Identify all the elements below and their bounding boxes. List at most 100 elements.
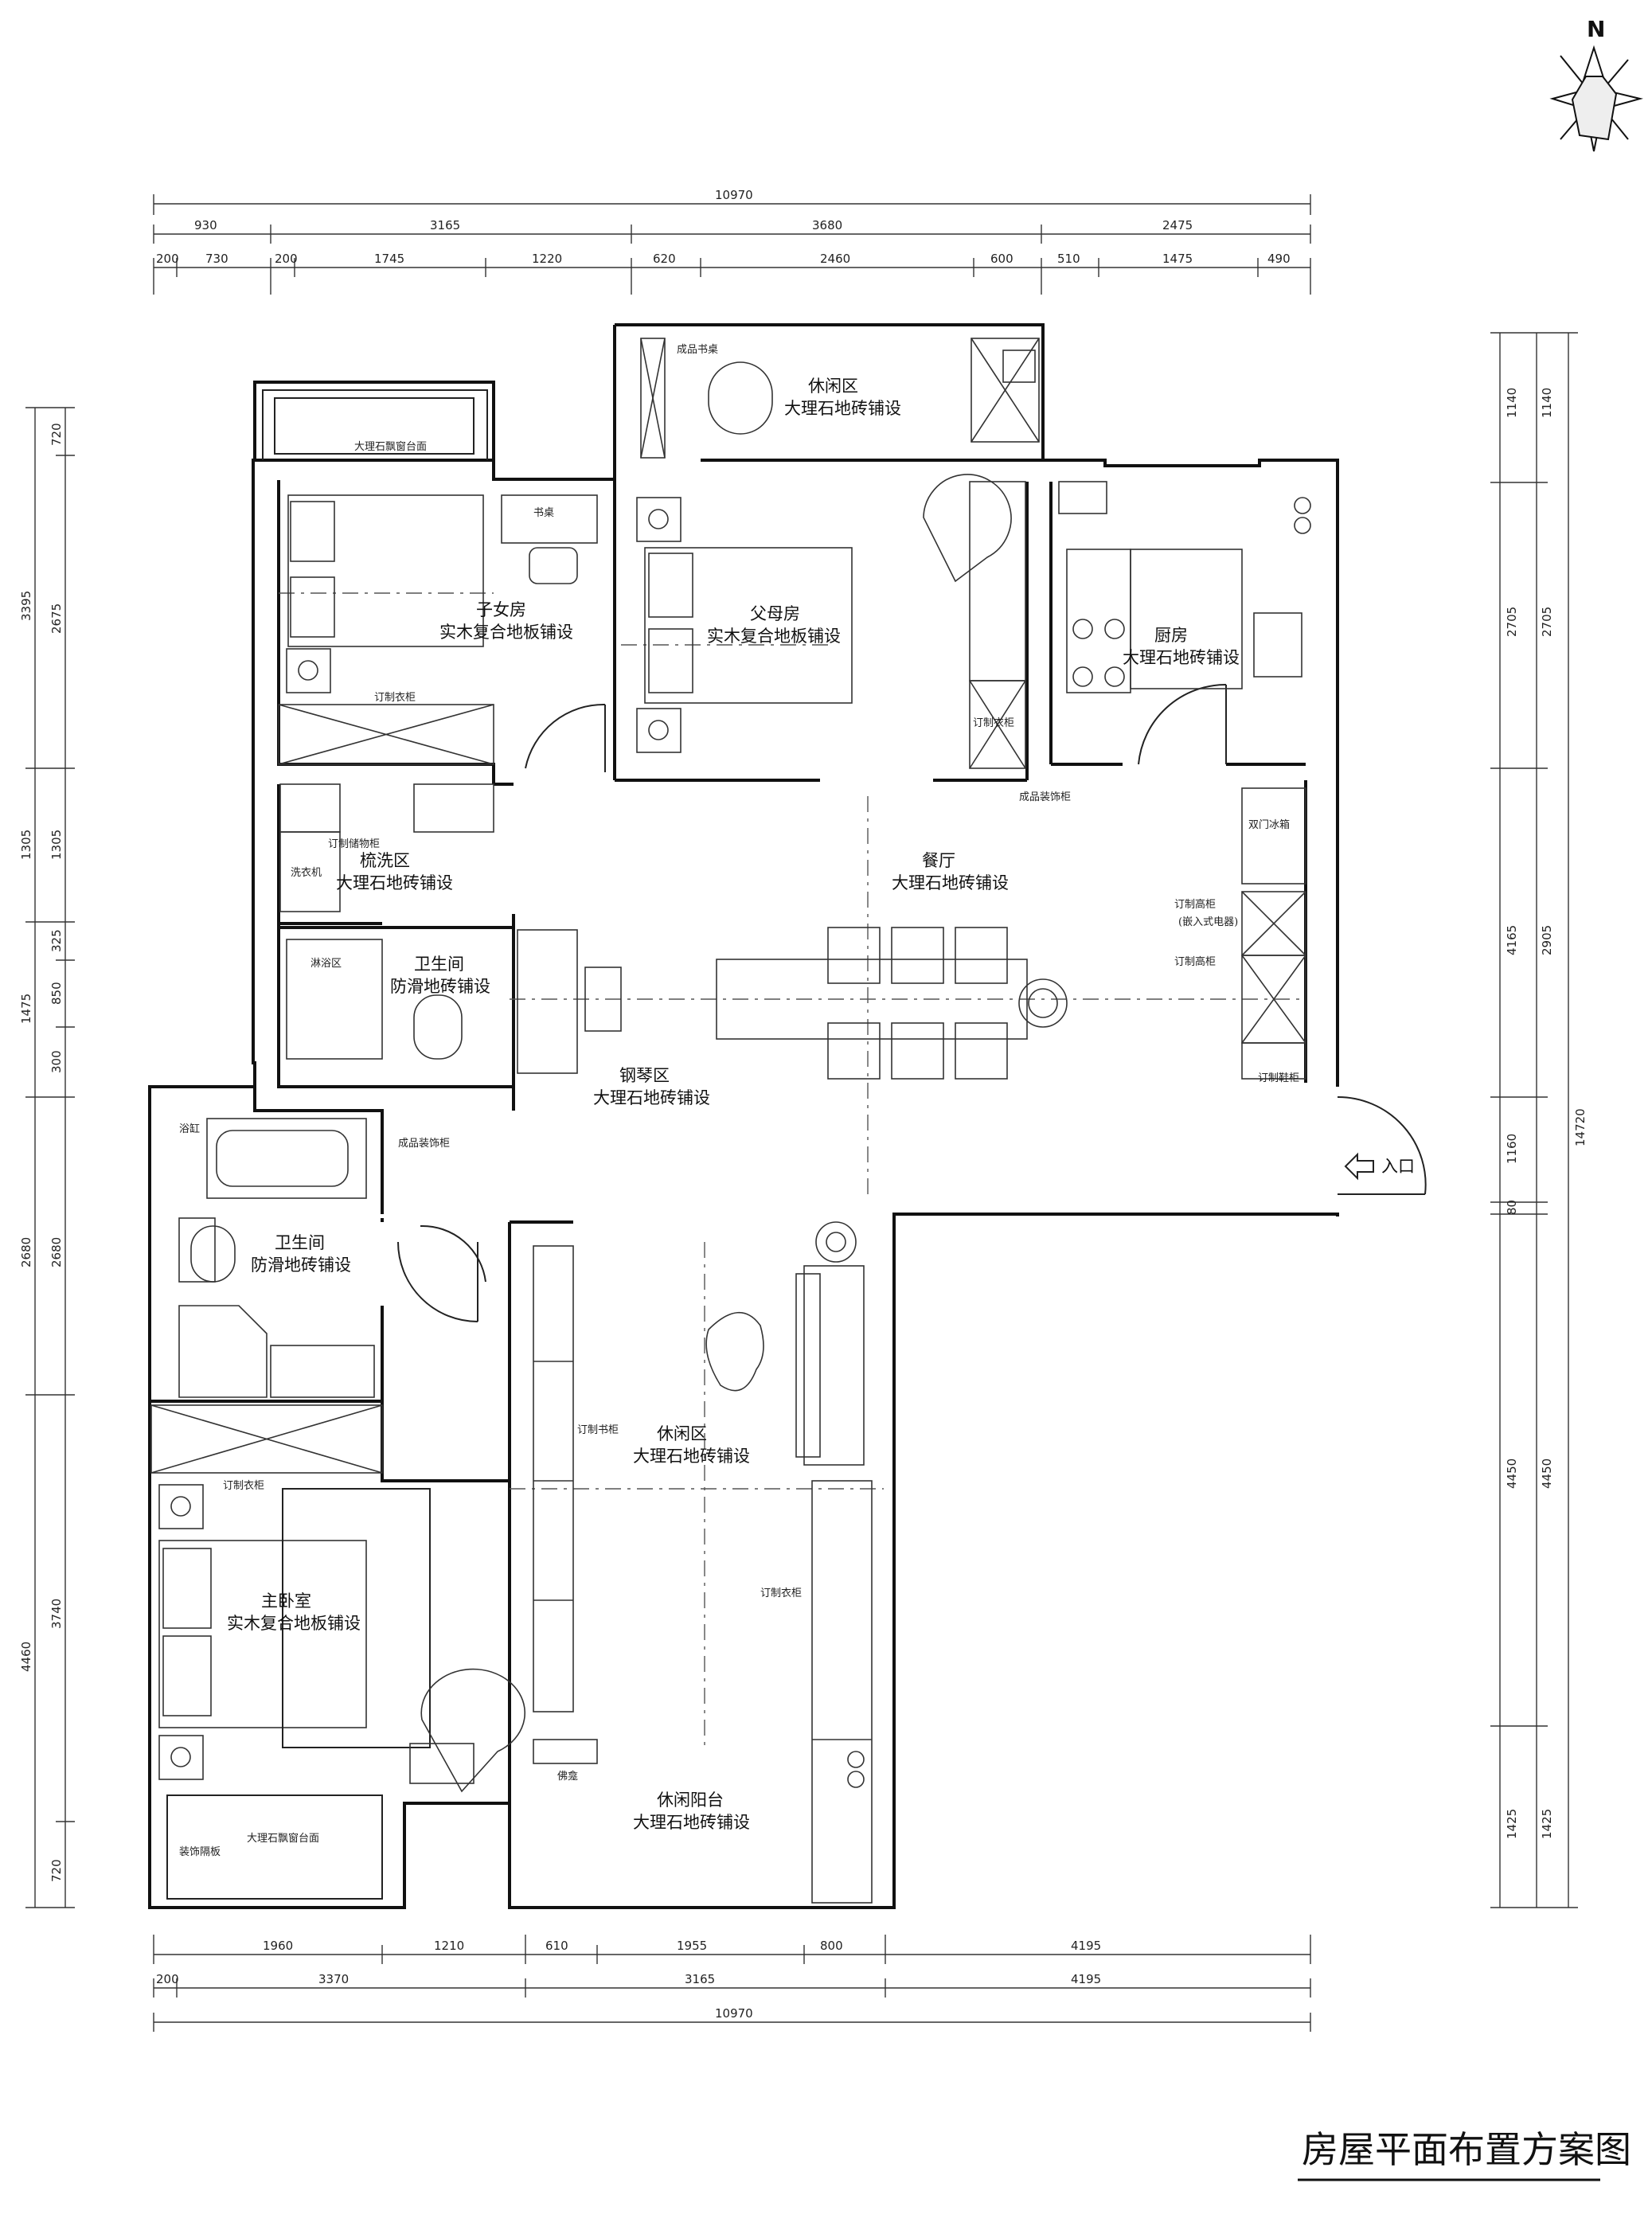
balcony-name: 休闲阳台 [657, 1791, 724, 1810]
label-bookcase: 订制书柜 [577, 1424, 619, 1436]
label-bay-window-bottom: 大理石飘窗台面 [247, 1832, 319, 1845]
leisure-north-name: 休闲区 [808, 377, 858, 396]
title-block: 房屋平面布置方案图 [1298, 2128, 1631, 2181]
dim-bottom-4195a: 4195 [1071, 1939, 1101, 1953]
bath-1-name: 卫生间 [414, 955, 464, 974]
child-room-name: 子女房 [476, 600, 526, 619]
dim-top-730: 730 [205, 252, 228, 266]
dim-bottom-610: 610 [545, 1939, 568, 1953]
label-tall-cabinet-2: 订制高柜 [1174, 955, 1216, 968]
dim-bottom-3370: 3370 [318, 1972, 349, 1986]
dim-top-600: 600 [990, 252, 1013, 266]
dim-left-2680o: 2680 [19, 1237, 33, 1267]
parents-room-name: 父母房 [750, 604, 800, 623]
kitchen-name: 厨房 [1154, 626, 1188, 645]
dim-left-325: 325 [49, 929, 64, 952]
dim-top-3680: 3680 [812, 218, 842, 232]
dim-top-1475: 1475 [1162, 252, 1193, 266]
leisure-north-floor: 大理石地砖铺设 [784, 399, 901, 418]
label-deco-board: 装饰隔板 [179, 1846, 221, 1858]
right-dimensions: 1140 2705 4165 1160 80 4450 1425 1140 27… [1490, 332, 1588, 1908]
axis-lines [279, 592, 1306, 1752]
master-name: 主卧室 [261, 1591, 311, 1611]
piano-name: 钢琴区 [619, 1066, 670, 1085]
dim-bottom-1960: 1960 [263, 1939, 293, 1953]
label-deco-cabinet-2: 成品装饰柜 [398, 1138, 450, 1150]
label-wardrobe-child: 订制衣柜 [374, 691, 416, 704]
dining-floor: 大理石地砖铺设 [892, 873, 1009, 892]
label-bathtub: 浴缸 [179, 1123, 200, 1135]
dim-left-1305i: 1305 [49, 830, 64, 860]
north-label: N [1587, 16, 1605, 42]
dim-top-2475: 2475 [1162, 218, 1193, 232]
dim-left-3395: 3395 [19, 591, 33, 621]
dim-right-4450b: 4450 [1540, 1459, 1554, 1489]
dim-bottom-1955: 1955 [677, 1939, 707, 1953]
dim-bottom-total: 10970 [715, 2006, 753, 2021]
dining-name: 餐厅 [922, 851, 955, 870]
room-labels: 子女房 实木复合地板铺设 父母房 实木复合地板铺设 休闲区 大理石地砖铺设 厨房… [227, 377, 1240, 1832]
dim-right-1140a: 1140 [1505, 388, 1519, 418]
dim-right-2705b: 2705 [1540, 607, 1554, 637]
piano-floor: 大理石地砖铺设 [593, 1088, 710, 1107]
plan-title: 房屋平面布置方案图 [1302, 2128, 1631, 2171]
dim-bottom-3165: 3165 [685, 1972, 715, 1986]
dim-right-80: 80 [1505, 1200, 1519, 1215]
dim-left-850: 850 [49, 982, 64, 1005]
dim-left-1475: 1475 [19, 994, 33, 1024]
bath-1-floor: 防滑地砖铺设 [390, 977, 490, 996]
dim-right-total: 14720 [1573, 1108, 1588, 1146]
label-desk: 书桌 [533, 507, 554, 519]
dim-top-2460: 2460 [820, 252, 850, 266]
entrance-label: 入口 [1381, 1157, 1415, 1176]
dim-left-300: 300 [49, 1050, 64, 1073]
dim-top-510: 510 [1057, 252, 1080, 266]
label-tall-cabinet-1: 订制高柜 [1174, 898, 1216, 911]
dim-left-1305o: 1305 [19, 830, 33, 860]
compass-icon [1549, 45, 1643, 152]
dim-left-2675: 2675 [49, 603, 64, 634]
dim-right-1160: 1160 [1505, 1134, 1519, 1164]
master-floor: 实木复合地板铺设 [227, 1614, 361, 1633]
dim-top-490: 490 [1267, 252, 1291, 266]
dim-left-2680i: 2680 [49, 1237, 64, 1267]
dim-right-4450a: 4450 [1505, 1459, 1519, 1489]
label-wardrobe-parents: 订制衣柜 [973, 717, 1014, 729]
dim-bottom-1210: 1210 [434, 1939, 464, 1953]
leisure-mid-name: 休闲区 [657, 1424, 707, 1443]
label-bay-window-top: 大理石飘窗台面 [354, 440, 427, 453]
wash-floor: 大理石地砖铺设 [336, 873, 453, 892]
dim-left-4460: 4460 [19, 1642, 33, 1672]
entrance-arrow: 入口 [1344, 1152, 1415, 1181]
dim-bottom-800: 800 [820, 1939, 843, 1953]
label-desk-finished: 成品书桌 [677, 344, 718, 356]
doors [397, 683, 1427, 1322]
dim-right-1425a: 1425 [1505, 1809, 1519, 1839]
child-room-floor: 实木复合地板铺设 [439, 623, 573, 642]
dim-top-1220: 1220 [532, 252, 562, 266]
dim-right-4165: 4165 [1505, 925, 1519, 955]
top-dimensions: 10970 930 3165 3680 2475 200 730 200 174… [153, 188, 1311, 295]
label-deco-cabinet-1: 成品装饰柜 [1019, 791, 1071, 803]
arrow-left-icon [1344, 1152, 1374, 1181]
dim-top-620: 620 [653, 252, 676, 266]
dim-right-2905: 2905 [1540, 925, 1554, 955]
label-wardrobe-hall: 订制衣柜 [760, 1587, 802, 1599]
furniture [150, 338, 1311, 1904]
dim-bottom-4195b: 4195 [1071, 1972, 1101, 1986]
left-dimensions: 3395 1305 1475 2680 4460 720 2675 1305 3… [19, 407, 75, 1908]
bath-2-floor: 防滑地砖铺设 [251, 1256, 351, 1275]
north-arrow: N [1549, 16, 1643, 152]
dim-top-3165: 3165 [430, 218, 460, 232]
annotations: 成品书桌 大理石飘窗台面 书桌 订制衣柜 订制衣柜 订制储物柜 洗衣机 淋浴区 … [179, 344, 1299, 1858]
dim-top-1745: 1745 [374, 252, 404, 266]
dim-top-930: 930 [194, 218, 217, 232]
parents-room-floor: 实木复合地板铺设 [707, 627, 841, 646]
label-built-in: (嵌入式电器) [1178, 916, 1238, 928]
dim-right-2705a: 2705 [1505, 607, 1519, 637]
bath-2-name: 卫生间 [275, 1233, 325, 1252]
label-shrine: 佛龛 [557, 1771, 578, 1783]
dim-right-1140b: 1140 [1540, 388, 1554, 418]
dim-top-200b: 200 [275, 252, 298, 266]
label-shower-1: 淋浴区 [310, 958, 342, 970]
